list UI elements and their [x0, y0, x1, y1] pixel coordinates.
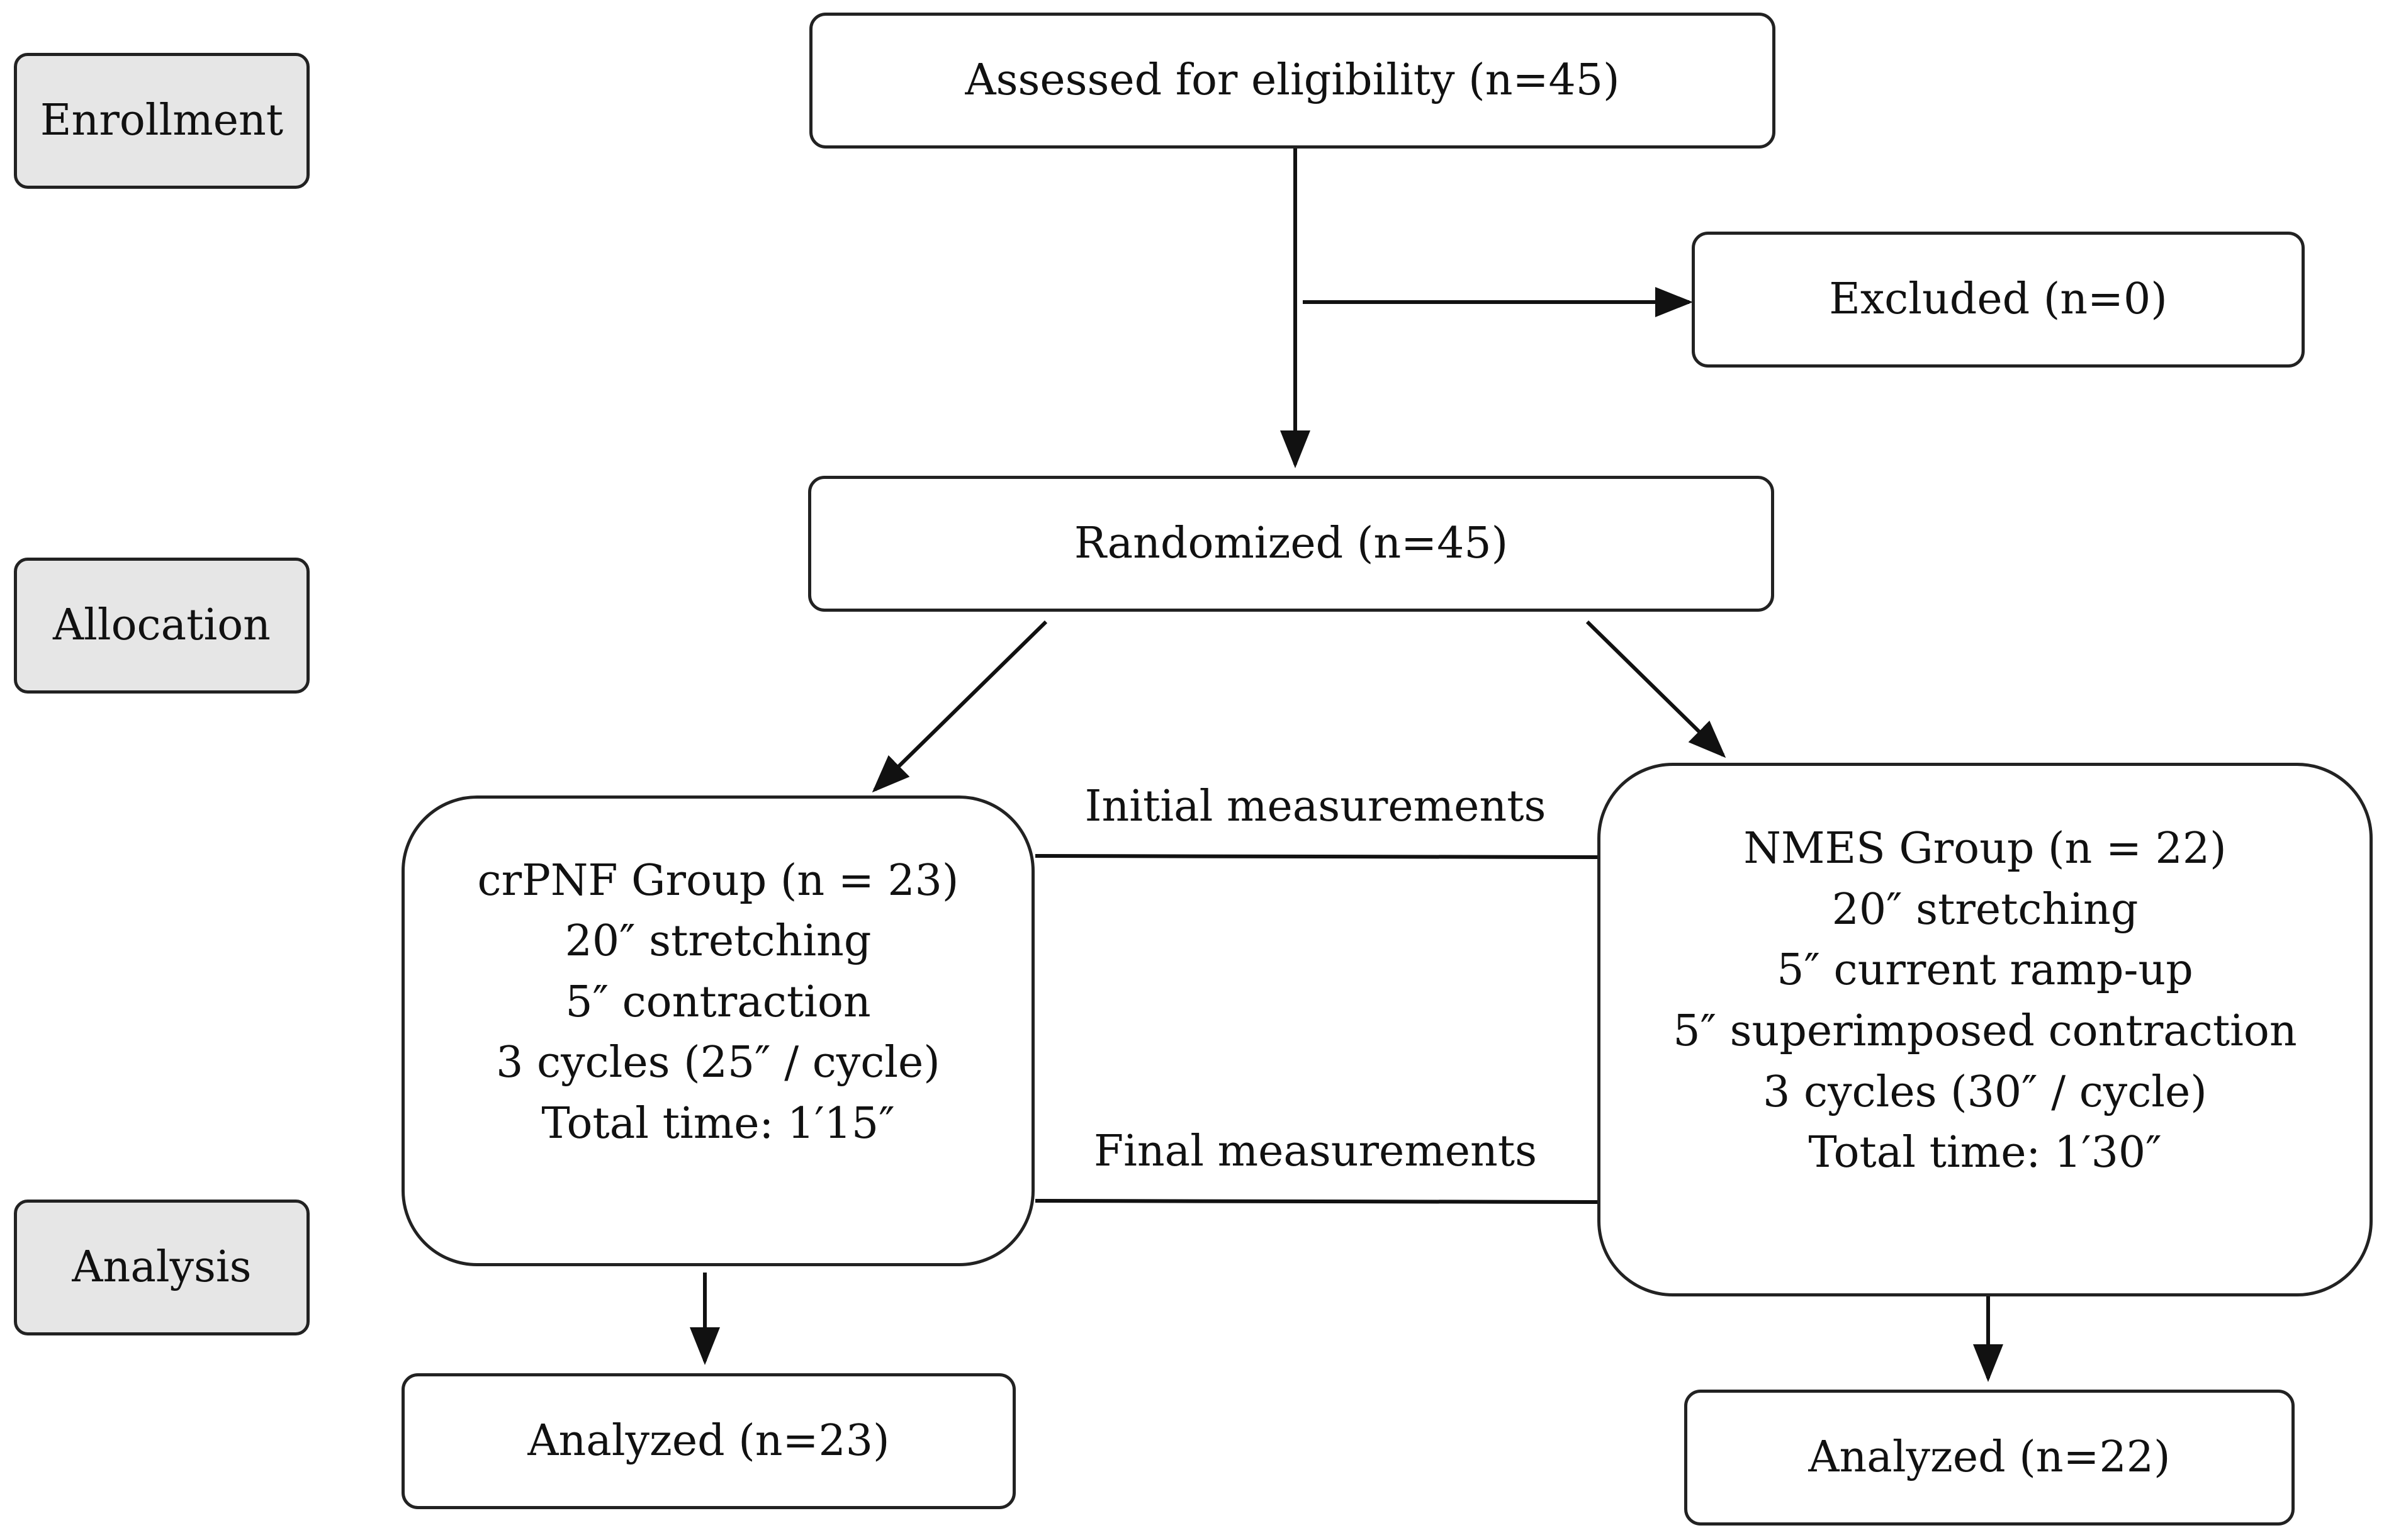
analyzed-crpnf-label: Analyzed (n=23) [527, 1415, 890, 1466]
nmes-line: 5″ superimposed contraction [1673, 1006, 2297, 1056]
stage-analysis-label: Analysis [72, 1242, 252, 1292]
analyzed-crpnf-box: Analyzed (n=23) [402, 1373, 1016, 1509]
assessed-box: Assessed for eligibility (n=45) [809, 13, 1775, 149]
analyzed-nmes-box: Analyzed (n=22) [1684, 1390, 2295, 1526]
randomized-box: Randomized (n=45) [808, 476, 1774, 612]
stage-analysis: Analysis [14, 1200, 310, 1335]
nmes-line: Total time: 1′30″ [1808, 1128, 2162, 1178]
final-measurements-label: Final measurements [1093, 1127, 1538, 1176]
excluded-box: Excluded (n=0) [1692, 232, 2305, 368]
nmes-line: 3 cycles (30″ / cycle) [1763, 1067, 2207, 1117]
initial-measurements-label: Initial measurements [1084, 782, 1546, 831]
assessed-label: Assessed for eligibility (n=45) [965, 55, 1620, 105]
initial-measurements-line [1035, 854, 1598, 859]
crpnf-line: 20″ stretching [565, 916, 872, 967]
nmes-title: NMES Group (n = 22) [1743, 824, 2227, 874]
stage-enrollment-label: Enrollment [40, 95, 284, 145]
stage-enrollment: Enrollment [14, 53, 310, 189]
crpnf-line: Total time: 1′15″ [541, 1098, 895, 1149]
crpnf-line: 5″ contraction [565, 977, 871, 1027]
crpnf-group-box: crPNF Group (n = 23) 20″ stretching 5″ c… [402, 795, 1035, 1266]
final-measurements-line [1035, 1199, 1598, 1204]
arrow-to-nmes [1585, 620, 1726, 758]
excluded-label: Excluded (n=0) [1829, 274, 2168, 324]
nmes-line: 20″ stretching [1831, 884, 2139, 935]
crpnf-line: 3 cycles (25″ / cycle) [496, 1038, 940, 1088]
nmes-group-box: NMES Group (n = 22) 20″ stretching 5″ cu… [1597, 763, 2373, 1296]
stage-allocation: Allocation [14, 558, 310, 694]
analyzed-nmes-label: Analyzed (n=22) [1808, 1432, 2171, 1482]
crpnf-title: crPNF Group (n = 23) [477, 855, 959, 906]
arrow-to-crpnf [872, 620, 1048, 793]
randomized-label: Randomized (n=45) [1074, 518, 1509, 568]
nmes-line: 5″ current ramp-up [1777, 945, 2193, 996]
stage-allocation-label: Allocation [53, 600, 271, 650]
